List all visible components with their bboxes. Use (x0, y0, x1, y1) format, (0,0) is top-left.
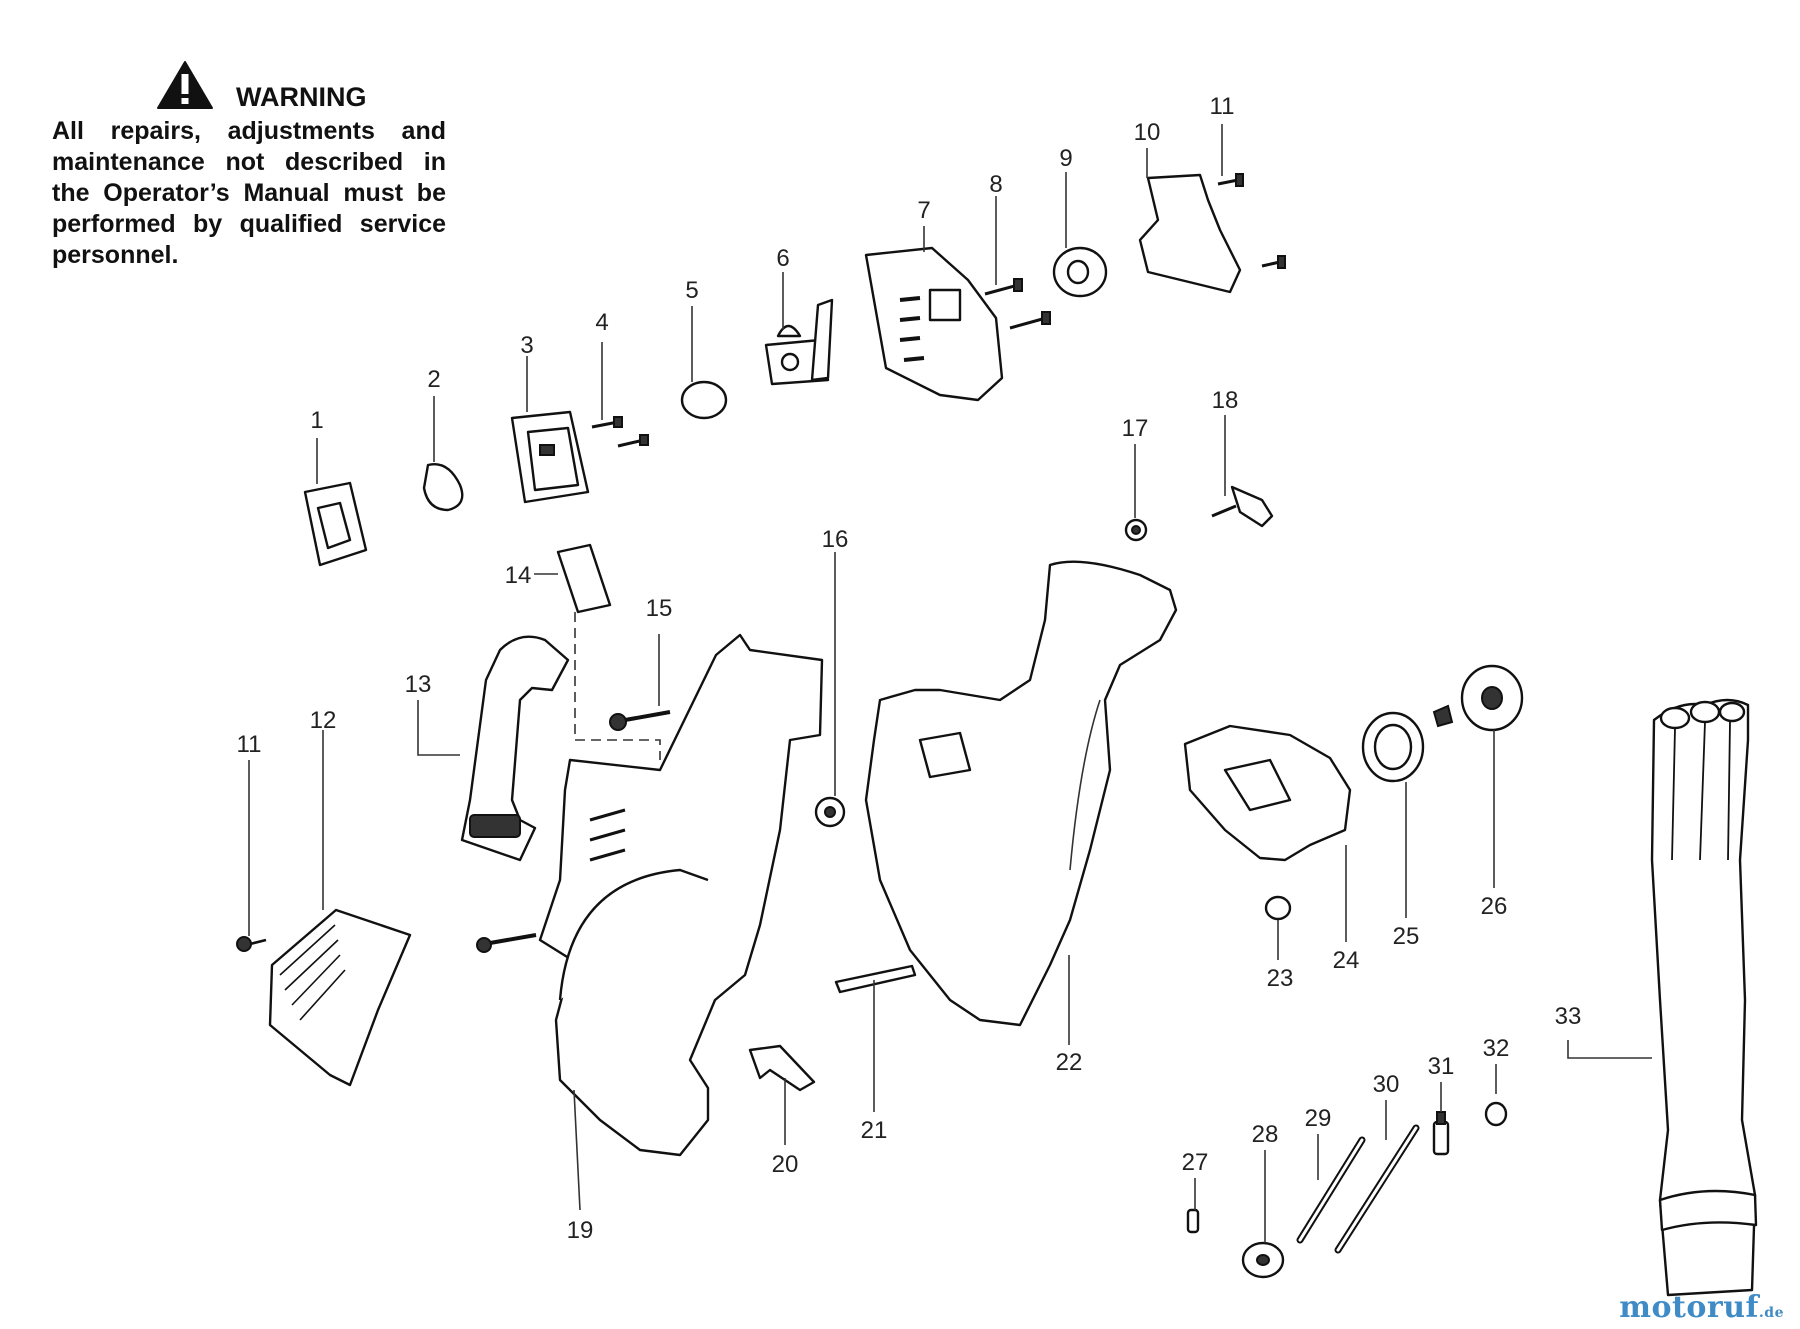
callout-31: 31 (1428, 1053, 1455, 1080)
part-28-washer (1241, 1241, 1285, 1279)
part-24-outlet (1183, 724, 1352, 862)
callout-17: 17 (1122, 415, 1149, 442)
part-3-filter-housing (510, 410, 590, 504)
part-19-screw (476, 933, 537, 953)
part-6-carburetor (764, 298, 834, 386)
callout-labels: 1 2 3 4 5 6 7 8 9 10 11 11 12 13 14 15 1… (237, 93, 1582, 1244)
part-25-ring (1361, 711, 1425, 783)
part-19-main-housing (538, 633, 824, 1157)
callout-1: 1 (310, 407, 323, 434)
callout-11-top: 11 (1210, 93, 1235, 120)
callout-21: 21 (861, 1117, 888, 1144)
callout-25: 25 (1393, 923, 1420, 950)
callout-5: 5 (685, 277, 698, 304)
callout-23: 23 (1267, 965, 1294, 992)
part-26-fan-hub (1432, 664, 1524, 732)
callout-20: 20 (772, 1151, 799, 1178)
callout-8: 8 (989, 171, 1002, 198)
callout-22: 22 (1056, 1049, 1083, 1076)
callout-7: 7 (917, 197, 930, 224)
callout-26: 26 (1481, 893, 1508, 920)
warning-title: WARNING (236, 82, 367, 112)
part-30-tube (1334, 1124, 1420, 1254)
callout-16: 16 (822, 526, 849, 553)
warning-text: All repairs, adjustments and maintenance… (52, 117, 446, 269)
callout-15: 15 (646, 595, 673, 622)
watermark-brand: motoruf (1619, 1290, 1759, 1325)
part-32-cap (1484, 1101, 1508, 1127)
callout-2: 2 (427, 366, 440, 393)
leader-lines (248, 124, 1652, 1243)
part-15-screw (609, 710, 671, 731)
callout-3: 3 (520, 332, 533, 359)
callout-6: 6 (776, 245, 789, 272)
callout-27: 27 (1182, 1149, 1209, 1176)
callout-18: 18 (1212, 387, 1239, 414)
callout-4: 4 (595, 309, 608, 336)
part-14-foam-block (556, 543, 612, 614)
part-13-handle (460, 635, 570, 862)
callout-24: 24 (1333, 947, 1360, 974)
callout-13: 13 (405, 671, 432, 698)
part-7-cover-plate (864, 246, 1004, 402)
callout-30: 30 (1373, 1071, 1400, 1098)
callout-33: 33 (1555, 1003, 1582, 1030)
part-31-fuel-filter (1432, 1111, 1450, 1156)
part-10-heat-shield (1138, 173, 1242, 294)
callout-32: 32 (1483, 1035, 1510, 1062)
watermark: motoruf.de (1619, 1290, 1784, 1325)
warning-triangle-icon (157, 61, 213, 109)
part-23-grommet (1264, 895, 1292, 921)
part-20-clip (748, 1044, 816, 1092)
part-16-nut (814, 796, 846, 828)
callout-19: 19 (567, 1217, 594, 1244)
part-9-spacer (1052, 246, 1108, 298)
callout-12: 12 (310, 707, 337, 734)
part-1-gasket (303, 481, 368, 567)
callout-9: 9 (1059, 145, 1072, 172)
callout-14: 14 (505, 562, 532, 589)
part-11-screw-lower (236, 936, 267, 952)
callout-29: 29 (1305, 1105, 1332, 1132)
part-17-nut (1124, 518, 1148, 542)
callout-10: 10 (1134, 119, 1161, 146)
part-2-gasket (422, 463, 464, 512)
part-27-fitting (1186, 1208, 1200, 1234)
part-12-filter-cover (268, 908, 412, 1087)
part-18-knob (1211, 485, 1274, 528)
part-5-oring (680, 380, 728, 420)
watermark-tld: .de (1758, 1305, 1784, 1321)
callout-28: 28 (1252, 1121, 1279, 1148)
callout-11-lower: 11 (237, 731, 262, 758)
part-11-screws-top (1217, 173, 1286, 269)
part-4-screws (591, 416, 649, 448)
part-8-screws (984, 278, 1051, 330)
part-22-blower-housing (864, 560, 1178, 1027)
part-29-tube (1296, 1136, 1366, 1244)
part-21-pin (834, 964, 917, 994)
part-33-blower-tube (1650, 698, 1758, 1297)
